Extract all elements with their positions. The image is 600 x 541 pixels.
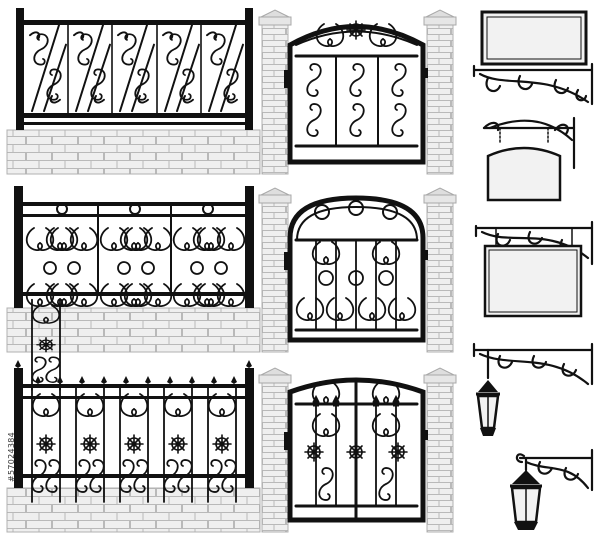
fence-rosette-lance [14,300,254,502]
brick-wall-3 [6,487,261,533]
brick-pier [423,9,457,175]
fence-row-3 [6,300,457,533]
fence-ring-scroll [14,186,254,308]
signboard-wide-bracket [474,220,594,318]
gate-round-top-ring [284,195,428,343]
lantern [476,380,500,436]
lantern [510,470,542,530]
fence-row-1 [6,8,457,175]
fence-diagonal-scroll [16,8,253,130]
brick-pier [423,367,457,533]
gate-arched-scroll [284,20,428,165]
signboard-arched-hanging [482,116,576,202]
signboard-rectangle-bracket [472,10,594,106]
stock-id-watermark: #57024384 [7,431,16,483]
brick-wall-1 [6,129,261,175]
gate-arched-rosette-double [284,377,428,523]
lantern-bracket-right [510,448,594,530]
brick-pier [423,187,457,353]
lantern-bracket-left [472,342,594,436]
fence-row-2 [6,186,457,353]
brick-pier [258,9,292,175]
